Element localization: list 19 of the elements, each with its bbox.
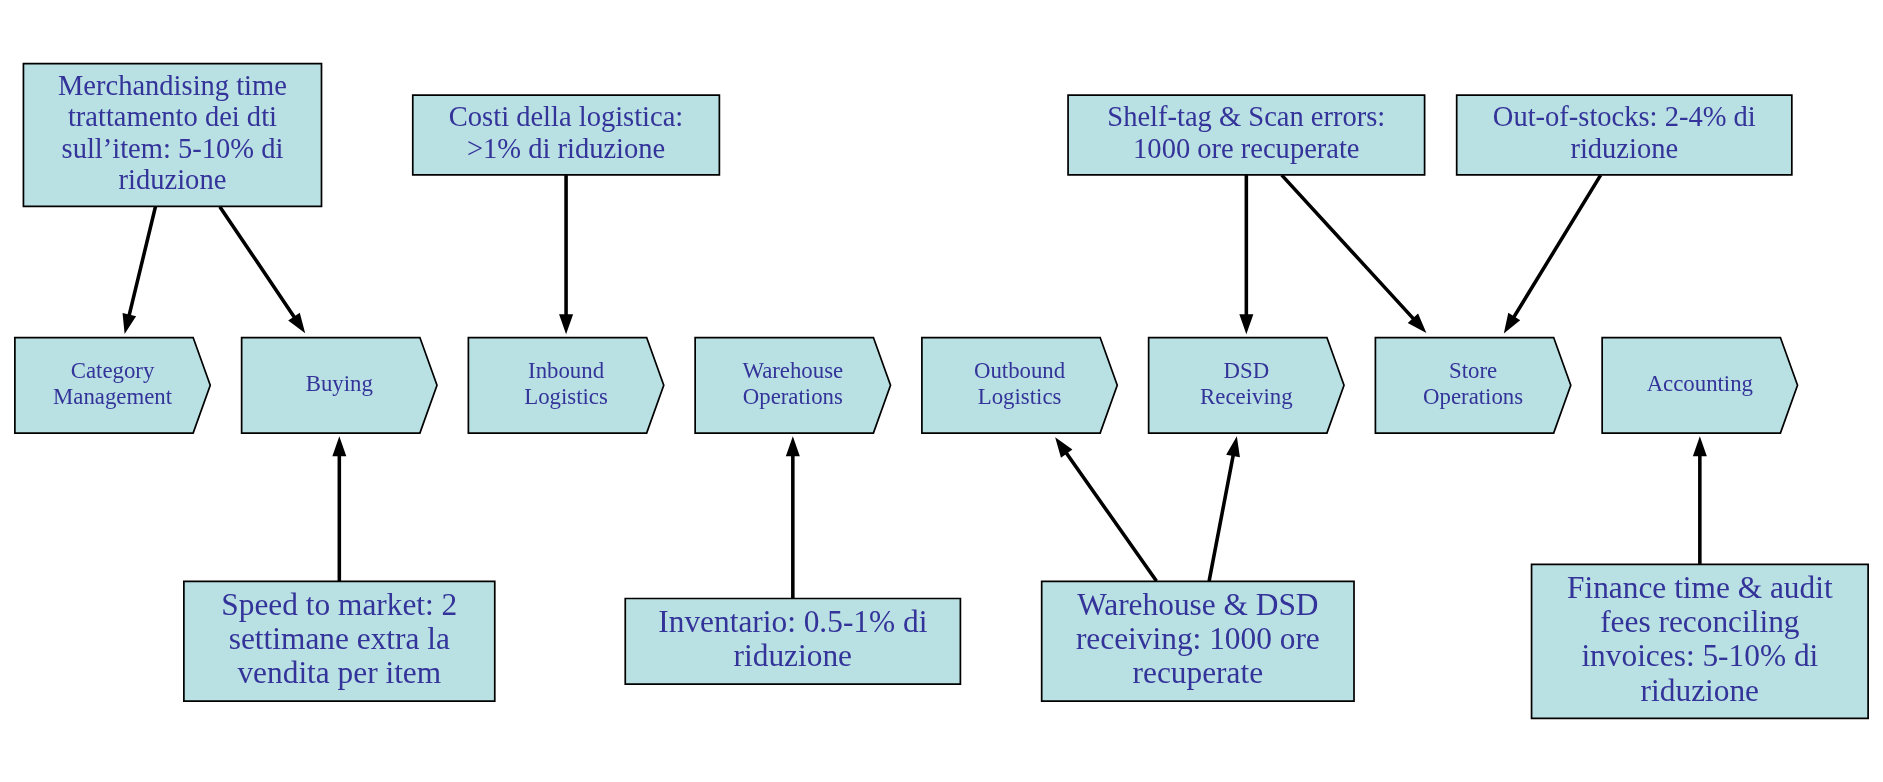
arrow — [122, 206, 158, 335]
arrow — [218, 205, 306, 334]
node-box: Shelf-tag & Scan errors: 1000 ore recuperate — [1067, 94, 1426, 176]
arrow — [1207, 436, 1240, 582]
node-box: Costi della logistica: >1% di riduzione — [411, 94, 721, 176]
node-box: Warehouse & DSD receiving: 1000 ore recuperate — [1040, 580, 1355, 703]
arrow — [559, 175, 574, 335]
arrow — [1692, 436, 1707, 564]
node-box: Finance time & audit fees reconciling invoices: 5-10% di riduzione — [1530, 563, 1869, 720]
node-box: Out-of-stocks: 2-4% di riduzione — [1455, 94, 1793, 176]
arrow — [1280, 173, 1427, 333]
node-box: Merchandising time trattamento dei dti sull’item: 5-10% di riduzione — [22, 62, 323, 208]
node-box: Inventario: 0.5-1% di riduzione — [624, 597, 962, 685]
arrow — [1503, 174, 1603, 334]
arrow — [1239, 175, 1254, 335]
arrow — [332, 436, 347, 582]
node-box: Speed to market: 2 settimane extra la vendita per item — [183, 580, 496, 703]
arrow — [785, 436, 800, 599]
arrow — [1055, 437, 1158, 583]
